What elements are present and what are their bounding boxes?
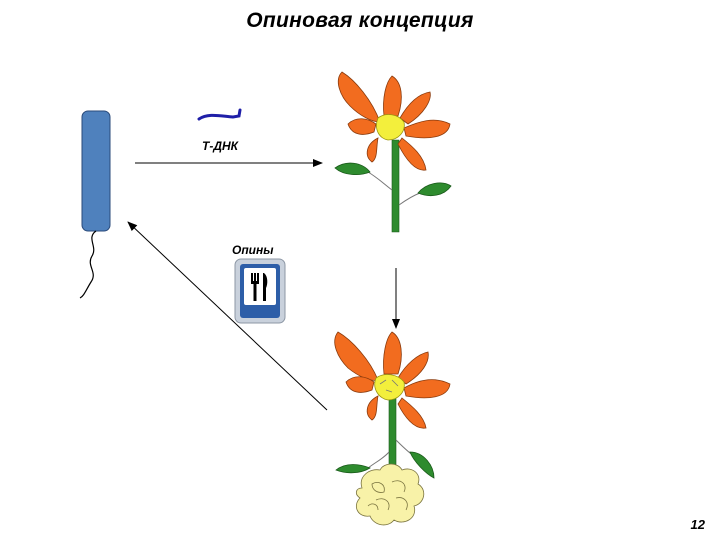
bacterium-body [81,110,111,232]
slide-title: Опиновая концепция [246,9,474,32]
opines-label: Опины [232,243,274,257]
leaf [417,182,452,197]
petals [334,331,451,429]
branch [398,192,421,206]
tumor-plant [334,331,451,526]
crown-gall-tumor [356,463,425,526]
stem [391,139,400,233]
branch [367,171,393,191]
page-number: 12 [690,517,705,532]
leaf [409,451,435,479]
leaf [335,464,371,474]
flower-center [376,114,405,141]
t-dna-label: Т-ДНК [202,139,239,153]
bacterium-flagellum [79,230,97,299]
healthy-plant [334,71,452,233]
leaf [334,162,371,176]
t-dna-strand [197,108,242,121]
branch [367,451,390,469]
flower-center [374,374,405,401]
petals [337,71,451,171]
arrow-opines-to-bacterium [127,221,328,411]
center-marks [379,379,399,393]
bacterium [79,110,111,299]
fork-knife-icon [234,258,286,324]
